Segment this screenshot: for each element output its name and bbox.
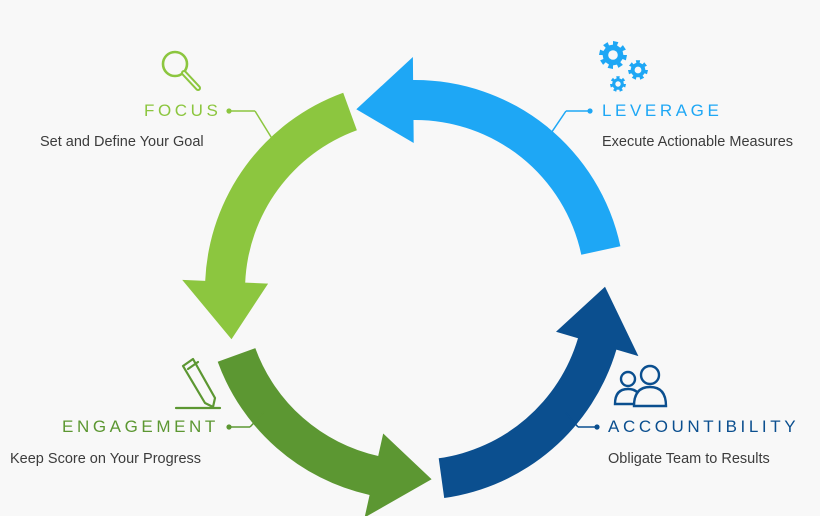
- focus-description: Set and Define Your Goal: [40, 134, 204, 150]
- engagement-connector: [226, 409, 267, 430]
- team-icon: [613, 364, 668, 408]
- accountability-arrow: [438, 286, 639, 498]
- gears-icon: [599, 41, 648, 92]
- pen-icon: [174, 357, 222, 410]
- engagement-arrow: [217, 348, 432, 516]
- focus-connector: [226, 108, 277, 146]
- leverage-arrow: [356, 57, 621, 255]
- focus-title: FOCUS: [144, 101, 222, 120]
- accountability-connector: [565, 412, 600, 430]
- engagement-description: Keep Score on Your Progress: [10, 451, 202, 467]
- accountability-description: Obligate Team to Results: [608, 451, 770, 467]
- magnifier-icon: [161, 50, 201, 91]
- leverage-title: LEVERAGE: [602, 101, 723, 120]
- leverage-description: Execute Actionable Measures: [602, 134, 794, 150]
- engagement-title: ENGAGEMENT: [62, 417, 219, 436]
- accountability-title: ACCOUNTIBILITY: [608, 417, 800, 436]
- focus-arrow: [182, 92, 357, 340]
- leverage-connector: [542, 108, 593, 146]
